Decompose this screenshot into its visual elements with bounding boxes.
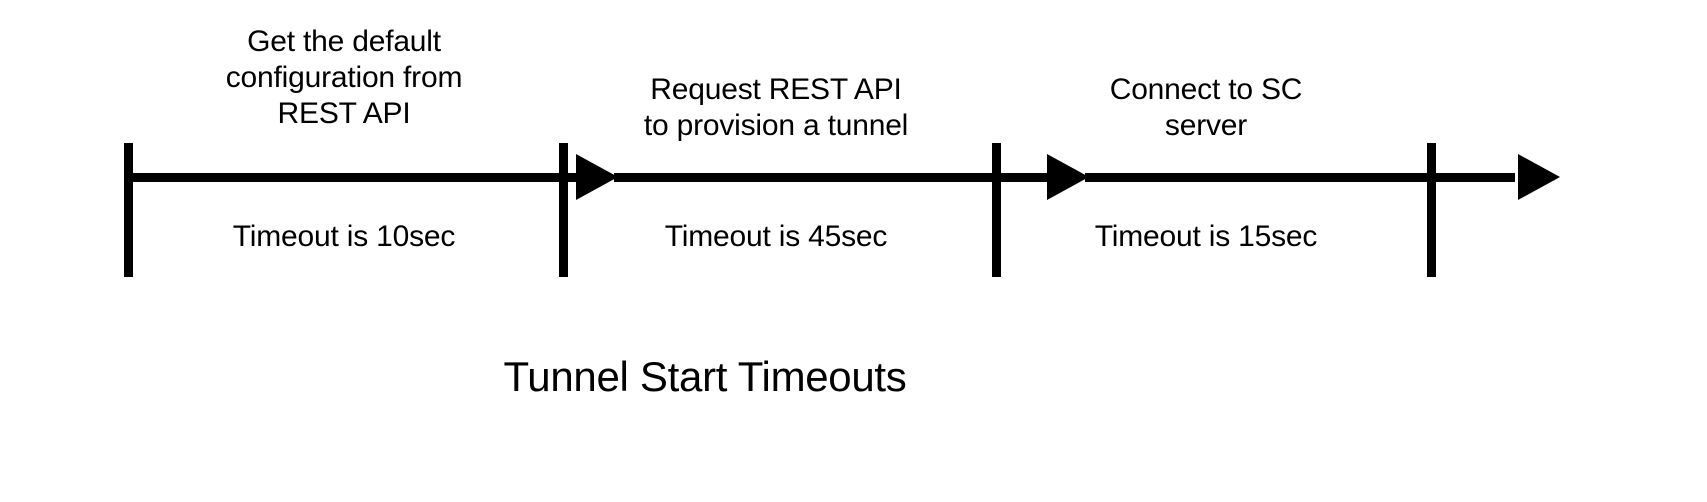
segment-3-bottom-label: Timeout is 15sec — [1094, 220, 1318, 253]
arrowhead-segment-1 — [576, 154, 618, 200]
arrowhead-segment-2 — [1047, 154, 1089, 200]
segment-1-bottom-label: Timeout is 10sec — [232, 220, 456, 253]
segment-3-top-label: Connect to SC server — [1038, 72, 1374, 144]
segment-3-top-label-line-1: Connect to SC — [1109, 73, 1303, 106]
segment-1-top-label-line-1: Get the default — [247, 25, 441, 58]
segment-3-top-label-line-2: server — [1164, 109, 1248, 142]
diagram-title: Tunnel Start Timeouts — [503, 353, 907, 400]
boundary-tick-start — [124, 143, 133, 277]
segment-1-top-label: Get the default configuration from REST … — [176, 24, 512, 132]
boundary-tick-1 — [559, 143, 568, 277]
segment-2-top-label: Request REST API to provision a tunnel — [608, 72, 944, 144]
axis-segment-2-line — [614, 173, 1056, 182]
axis-segment-1-line — [132, 173, 584, 182]
segment-2-bottom-label: Timeout is 45sec — [664, 220, 888, 253]
segment-1-top-label-line-2: configuration from — [225, 61, 463, 94]
segment-2-top-label-line-1: Request REST API — [650, 73, 902, 106]
boundary-tick-2 — [992, 143, 1001, 277]
segment-2-top-label-line-2: to provision a tunnel — [643, 109, 909, 142]
segment-1-top-label-line-3: REST API — [277, 97, 411, 130]
arrowhead-segment-3 — [1518, 154, 1560, 200]
boundary-tick-end — [1427, 143, 1436, 277]
axis-segment-3-line — [1085, 173, 1515, 182]
